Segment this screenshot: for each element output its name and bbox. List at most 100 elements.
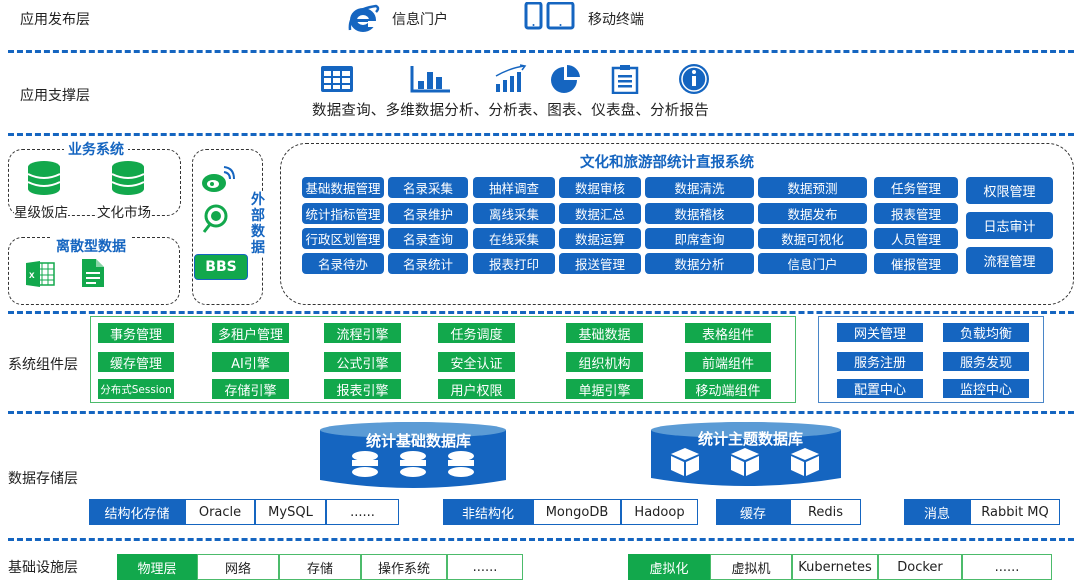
core-module-button[interactable]: 数据审核 (559, 177, 641, 198)
component-button[interactable]: 分布式Session (98, 379, 174, 399)
core-module-button[interactable]: 行政区划管理 (302, 228, 384, 249)
core-module-button[interactable]: 离线采集 (473, 203, 555, 224)
storage-tech-item: MongoDB (533, 499, 621, 525)
core-module-button[interactable]: 数据预测 (758, 177, 867, 198)
component-button[interactable]: 缓存管理 (98, 352, 174, 372)
infra-category-label: 虚拟化 (628, 554, 710, 580)
component-button[interactable]: 表格组件 (685, 323, 771, 343)
component-button[interactable]: 任务调度 (438, 323, 515, 343)
layer-divider (8, 50, 1074, 53)
storage-tech-item: Rabbit MQ (970, 499, 1060, 525)
support-caption: 数据查询、多维数据分析、分析表、图表、仪表盘、分析报告 (312, 103, 709, 119)
component-button[interactable]: 安全认证 (438, 352, 515, 372)
service-button[interactable]: 服务注册 (837, 352, 923, 371)
infra-tech-item: ...... (447, 554, 523, 580)
core-system-box (280, 143, 1074, 305)
component-button[interactable]: 多租户管理 (212, 323, 289, 343)
theme-database-title: 统计主题数据库 (698, 430, 804, 448)
discrete-data-title: 离散型数据 (52, 236, 130, 256)
core-module-button[interactable]: 名录查询 (388, 228, 468, 249)
core-module-button[interactable]: 数据清洗 (645, 177, 754, 198)
table-grid-icon (321, 66, 353, 92)
component-button[interactable]: 流程引擎 (324, 323, 401, 343)
storage-category-label: 消息 (904, 499, 970, 525)
core-module-button[interactable]: 催报管理 (874, 253, 958, 274)
svg-text:x: x (29, 270, 35, 281)
pie-chart-icon (551, 64, 580, 93)
component-green-panel (90, 316, 796, 403)
core-module-button[interactable]: 报表管理 (874, 203, 958, 224)
storage-category-label: 缓存 (716, 499, 790, 525)
core-system-title: 文化和旅游部统计直报系统 (580, 155, 754, 171)
component-button[interactable]: 前端组件 (685, 352, 771, 372)
storage-category-label: 非结构化 (443, 499, 533, 525)
core-module-button[interactable]: 数据可视化 (758, 228, 867, 249)
component-button[interactable]: 存储引擎 (212, 379, 289, 399)
core-admin-button[interactable]: 流程管理 (966, 247, 1053, 274)
service-button[interactable]: 负载均衡 (943, 323, 1029, 342)
core-module-button[interactable]: 名录维护 (388, 203, 468, 224)
layer-divider (8, 538, 1074, 541)
core-admin-button[interactable]: 日志审计 (966, 212, 1053, 239)
storage-tech-item: Redis (790, 499, 861, 525)
core-module-button[interactable]: 统计指标管理 (302, 203, 384, 224)
core-module-button[interactable]: 名录待办 (302, 253, 384, 274)
core-module-button[interactable]: 即席查询 (645, 228, 754, 249)
service-button[interactable]: 配置中心 (837, 379, 923, 398)
core-module-button[interactable]: 在线采集 (473, 228, 555, 249)
core-module-button[interactable]: 基础数据管理 (302, 177, 384, 198)
component-button[interactable]: 报表引擎 (324, 379, 401, 399)
infra-tech-item: 虚拟机 (710, 554, 792, 580)
core-module-button[interactable]: 人员管理 (874, 228, 958, 249)
core-module-button[interactable]: 信息门户 (758, 253, 867, 274)
clipboard-icon (611, 65, 639, 94)
core-module-button[interactable]: 数据稽核 (645, 203, 754, 224)
component-button[interactable]: 组织机构 (566, 352, 643, 372)
core-module-button[interactable]: 数据分析 (645, 253, 754, 274)
layer-divider (8, 411, 1074, 414)
core-module-button[interactable]: 报表打印 (473, 253, 555, 274)
publish-item-mobile: 移动终端 (588, 12, 644, 28)
core-module-button[interactable]: 名录采集 (388, 177, 468, 198)
core-module-button[interactable]: 任务管理 (874, 177, 958, 198)
layer-label-component: 系统组件层 (8, 357, 78, 373)
infra-tech-item: ...... (962, 554, 1052, 580)
component-button[interactable]: 事务管理 (98, 323, 174, 343)
core-module-button[interactable]: 报送管理 (559, 253, 641, 274)
component-button[interactable]: AI引擎 (212, 352, 289, 372)
infra-tech-item: Docker (878, 554, 962, 580)
bbs-badge: BBS (194, 254, 248, 280)
theme-database-cylinder (651, 422, 841, 486)
business-item-hotel: 星级饭店 (14, 201, 68, 221)
core-module-button[interactable]: 抽样调查 (473, 177, 555, 198)
infra-tech-item: 网络 (197, 554, 279, 580)
core-module-button[interactable]: 名录统计 (388, 253, 468, 274)
component-button[interactable]: 用户权限 (438, 379, 515, 399)
business-system-title: 业务系统 (64, 139, 128, 159)
component-button[interactable]: 基础数据 (566, 323, 643, 343)
forum-icon (202, 204, 228, 233)
publish-item-portal: 信息门户 (392, 12, 448, 28)
info-icon (679, 64, 709, 94)
core-module-button[interactable]: 数据运算 (559, 228, 641, 249)
service-button[interactable]: 服务发现 (943, 352, 1029, 371)
component-button[interactable]: 移动端组件 (685, 379, 771, 399)
database-icon (111, 161, 145, 195)
storage-tech-item: MySQL (255, 499, 326, 525)
core-module-button[interactable]: 数据发布 (758, 203, 867, 224)
layer-label-storage: 数据存储层 (8, 471, 78, 487)
storage-tech-item: Hadoop (621, 499, 698, 525)
infra-category-label: 物理层 (117, 554, 197, 580)
weibo-icon (202, 166, 235, 192)
ie-browser-icon (348, 4, 380, 32)
component-button[interactable]: 单据引擎 (566, 379, 643, 399)
layer-label-infra: 基础设施层 (8, 560, 78, 576)
layer-label-publish: 应用发布层 (20, 12, 90, 28)
business-item-culture-market: 文化市场 (97, 201, 151, 221)
core-admin-button[interactable]: 权限管理 (966, 177, 1053, 204)
core-module-button[interactable]: 数据汇总 (559, 203, 641, 224)
service-button[interactable]: 监控中心 (943, 379, 1029, 398)
component-button[interactable]: 公式引擎 (324, 352, 401, 372)
service-button[interactable]: 网关管理 (837, 323, 923, 342)
base-database-title: 统计基础数据库 (366, 432, 472, 450)
